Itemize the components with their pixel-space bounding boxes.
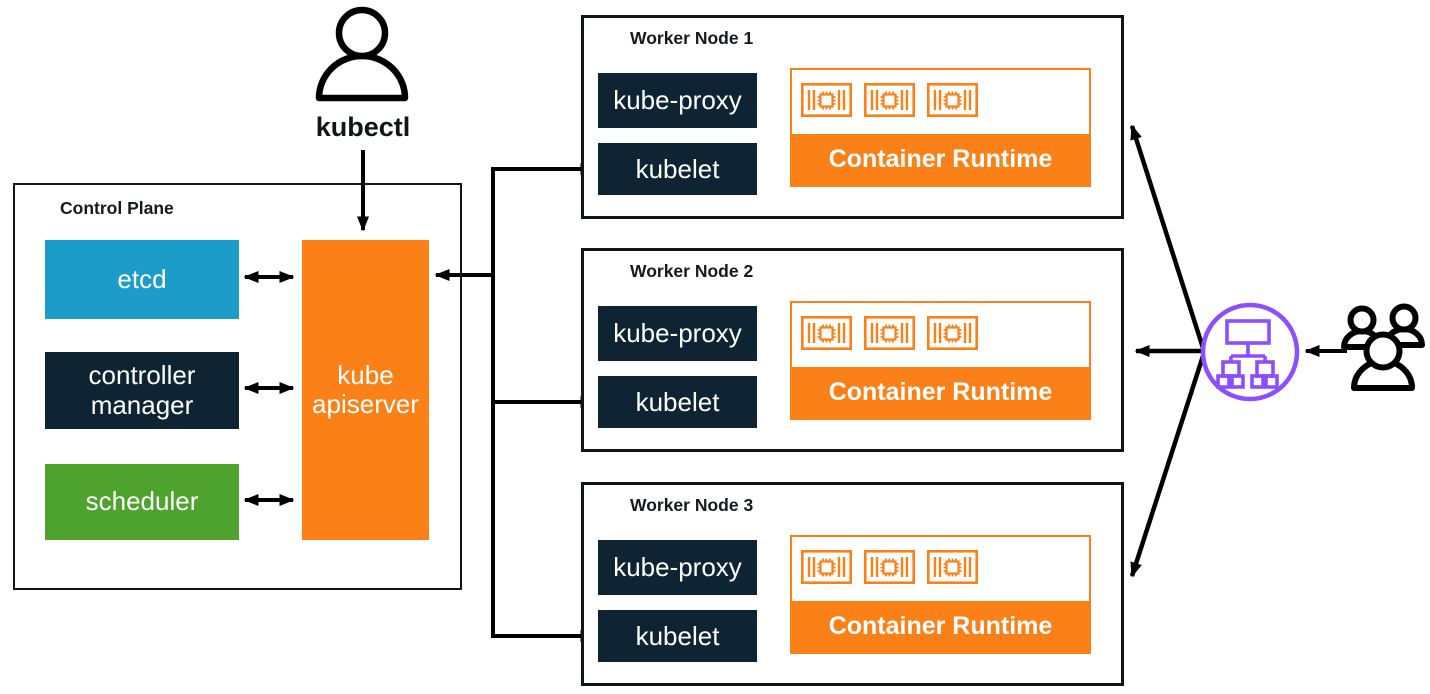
control-plane-double-arrows: [243, 271, 295, 506]
worker-node-box-3: Worker Node 3 kube-proxy kubelet Contain…: [581, 482, 1124, 686]
kube-proxy-box: kube-proxy: [598, 73, 757, 128]
worker-node-box-2: Worker Node 2 kube-proxy kubelet Contain…: [581, 248, 1124, 452]
kubelet-box: kubelet: [598, 610, 757, 662]
kubectl-label: kubectl: [315, 112, 411, 142]
container-runtime-label: Container Runtime: [792, 601, 1089, 652]
control-plane-box: Control Plane etcd controller manager sc…: [13, 183, 462, 590]
worker-node-title: Worker Node 2: [630, 261, 754, 281]
container-icons: [801, 550, 978, 584]
kube-apiserver-box: kube apiserver: [302, 240, 429, 540]
kube-proxy-box: kube-proxy: [598, 540, 757, 595]
load-balancer-to-nodes-arrows: [1129, 124, 1206, 578]
worker-node-box-1: Worker Node 1 kube-proxy kubelet Contain…: [581, 15, 1124, 219]
container-icon: [927, 83, 978, 117]
kubelet-box: kubelet: [598, 376, 757, 428]
person-icon: [315, 6, 409, 102]
kubelet-box: kubelet: [598, 143, 757, 195]
scheduler-box: scheduler: [45, 464, 239, 540]
container-icon: [864, 550, 915, 584]
users-icon: [1341, 303, 1425, 391]
container-icon: [801, 550, 852, 584]
control-plane-title: Control Plane: [60, 198, 174, 218]
load-balancer-icon: [1200, 302, 1300, 402]
container-icon: [864, 83, 915, 117]
container-icon: [927, 550, 978, 584]
apiserver-to-kubelets-arrows: [434, 163, 596, 642]
kube-proxy-box: kube-proxy: [598, 306, 757, 361]
container-runtime-box: Container Runtime: [790, 68, 1091, 187]
worker-node-title: Worker Node 1: [630, 28, 754, 48]
container-icon: [801, 83, 852, 117]
worker-node-title: Worker Node 3: [630, 495, 754, 515]
container-icon: [801, 316, 852, 350]
container-runtime-box: Container Runtime: [790, 301, 1091, 420]
container-icon: [864, 316, 915, 350]
etcd-box: etcd: [45, 240, 239, 319]
container-runtime-box: Container Runtime: [790, 535, 1091, 654]
container-runtime-label: Container Runtime: [792, 134, 1089, 185]
container-icons: [801, 316, 978, 350]
container-runtime-label: Container Runtime: [792, 367, 1089, 418]
container-icons: [801, 83, 978, 117]
container-icon: [927, 316, 978, 350]
controller-manager-box: controller manager: [45, 352, 239, 429]
